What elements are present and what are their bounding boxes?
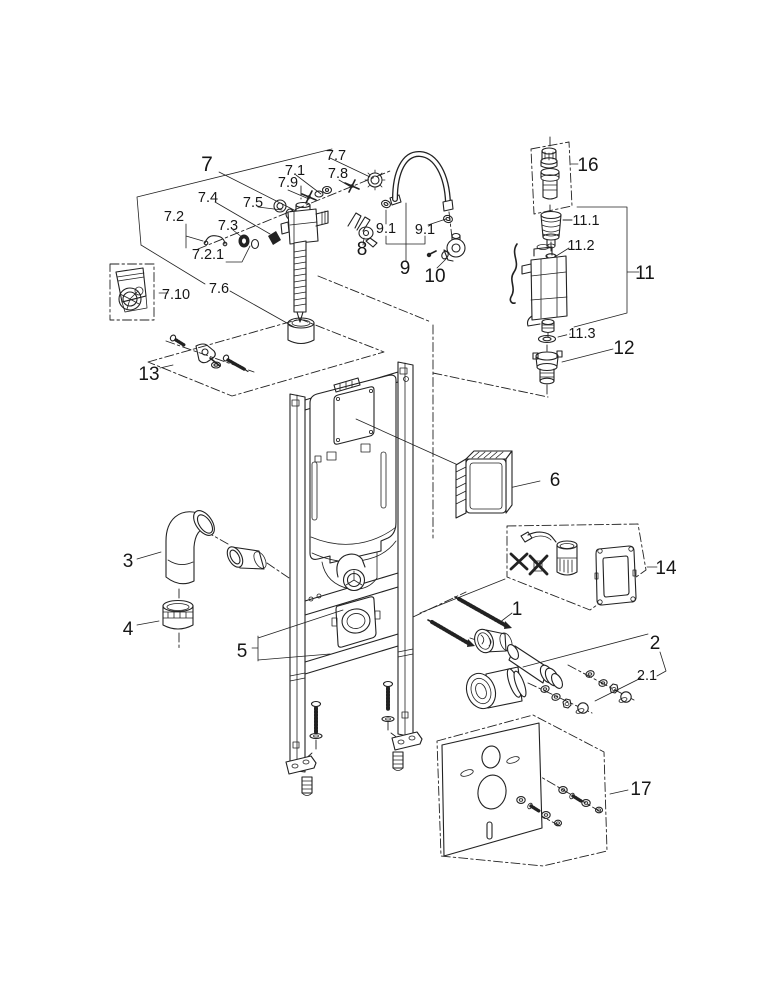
part-label-10: 10 xyxy=(424,266,445,287)
part-14-cartridge xyxy=(556,540,578,576)
part-7-6-cup xyxy=(287,317,315,345)
frame-feet-and-screws xyxy=(285,680,423,796)
callout-bracket-11 xyxy=(573,206,640,328)
callout-lines-group-9 xyxy=(385,202,448,269)
part-label-3: 3 xyxy=(123,551,134,572)
part-label-2-1: 2.1 xyxy=(637,668,657,684)
part-label-11-2: 11.2 xyxy=(567,238,594,254)
part-3-outlet-elbow xyxy=(136,510,267,585)
part-14-service-kit-box xyxy=(506,523,658,611)
part-17-sound-insulation-kit xyxy=(436,714,629,867)
cistern xyxy=(309,374,397,590)
part-label-7-10: 7.10 xyxy=(162,287,190,303)
callout-lines-2 xyxy=(522,633,667,702)
part-2-flange xyxy=(465,666,527,710)
part-2-cup xyxy=(474,628,513,654)
part-label-11-1: 11.1 xyxy=(572,213,599,229)
frame-lower-crossbar xyxy=(304,633,399,675)
part-6-access-cover xyxy=(455,450,513,519)
part-label-9-1-left: 9.1 xyxy=(376,221,396,237)
part-label-1: 1 xyxy=(512,599,523,620)
part-label-11-3: 11.3 xyxy=(568,326,595,342)
part-label-7-9: 7.9 xyxy=(278,175,298,191)
frame-left-rail xyxy=(289,393,306,773)
part-label-8: 8 xyxy=(357,239,368,260)
part-7-inlet-valve xyxy=(203,169,386,345)
part-label-7-8: 7.8 xyxy=(328,166,348,182)
part-7-1-discs xyxy=(314,185,333,198)
part-7-2-clip xyxy=(203,235,228,247)
part-7-10-seal-kit-box xyxy=(109,263,155,321)
crossed-out-mark xyxy=(509,552,529,571)
part-7-3-grommet xyxy=(238,234,260,250)
part-14-lever xyxy=(520,531,557,543)
part-10-angle-valve xyxy=(426,232,466,262)
part-label-7-6: 7.6 xyxy=(209,281,229,297)
part-11-valve-body xyxy=(509,243,568,334)
callout-line-frame-to-14 xyxy=(419,578,506,614)
part-label-7-7: 7.7 xyxy=(326,148,346,164)
part-label-2: 2 xyxy=(650,633,661,654)
part-7-8-pin xyxy=(344,179,360,193)
connection-sleeve xyxy=(226,546,267,570)
part-label-12: 12 xyxy=(613,338,634,359)
part-7-valve-body xyxy=(280,201,329,323)
part-17-fixings xyxy=(516,786,604,827)
callout-bracket-5 xyxy=(251,609,344,662)
frame-middle-crossbar xyxy=(304,553,399,616)
part-16-kit-box xyxy=(530,141,579,215)
part-label-13: 13 xyxy=(138,364,159,385)
part-4-cap xyxy=(136,599,194,630)
part-label-11: 11 xyxy=(635,263,655,284)
part-7-7-knob xyxy=(364,169,386,191)
part-9-flex-hose xyxy=(381,151,454,269)
part-1-threaded-rods xyxy=(427,596,513,647)
part-13-fixing-kit-box xyxy=(147,318,385,397)
part-labels: 7 7.7 7.1 7.8 7.9 7.4 7.5 7.2 7.3 7.2.1 … xyxy=(123,148,677,800)
part-label-6: 6 xyxy=(550,470,561,491)
part-7-4-cone xyxy=(268,231,281,245)
part-14-small-part xyxy=(533,560,543,572)
part-label-4: 4 xyxy=(123,619,134,640)
part-label-9-1-right: 9.1 xyxy=(415,222,435,238)
part-label-7: 7 xyxy=(201,153,213,176)
part-12-valve-seat xyxy=(532,348,614,385)
frame-outlet-plate xyxy=(331,596,381,648)
part-11-1-threaded-tube xyxy=(540,210,576,249)
part-16-cap xyxy=(540,147,558,169)
part-label-5: 5 xyxy=(237,641,248,662)
part-label-7-3: 7.3 xyxy=(218,218,238,234)
part-2-connection-set xyxy=(465,628,667,714)
part-7-9-pin xyxy=(301,190,317,204)
part-8-bracket xyxy=(347,212,378,248)
part-11-flush-valve xyxy=(509,206,640,344)
part-label-14: 14 xyxy=(655,558,677,579)
part-label-17: 17 xyxy=(630,779,651,800)
part-label-7-2: 7.2 xyxy=(164,209,184,225)
part-11-3-washer xyxy=(537,333,571,344)
crossed-out-mark-2 xyxy=(528,554,549,576)
part-14-gasket-frame xyxy=(594,545,637,606)
part-2-sleeve-pipe xyxy=(506,644,564,689)
part-label-7-2-1: 7.2.1 xyxy=(192,247,224,263)
part-label-7-4: 7.4 xyxy=(198,190,218,206)
part-label-16: 16 xyxy=(577,155,598,176)
part-label-9: 9 xyxy=(400,258,411,279)
frame-assembly xyxy=(251,361,541,796)
part-label-7-5: 7.5 xyxy=(243,195,263,211)
frame-right-rail xyxy=(397,361,414,738)
part-2-1-fasteners xyxy=(540,670,632,714)
part-label-7-1: 7.1 xyxy=(285,163,305,179)
part-16-cartridge xyxy=(540,167,560,200)
